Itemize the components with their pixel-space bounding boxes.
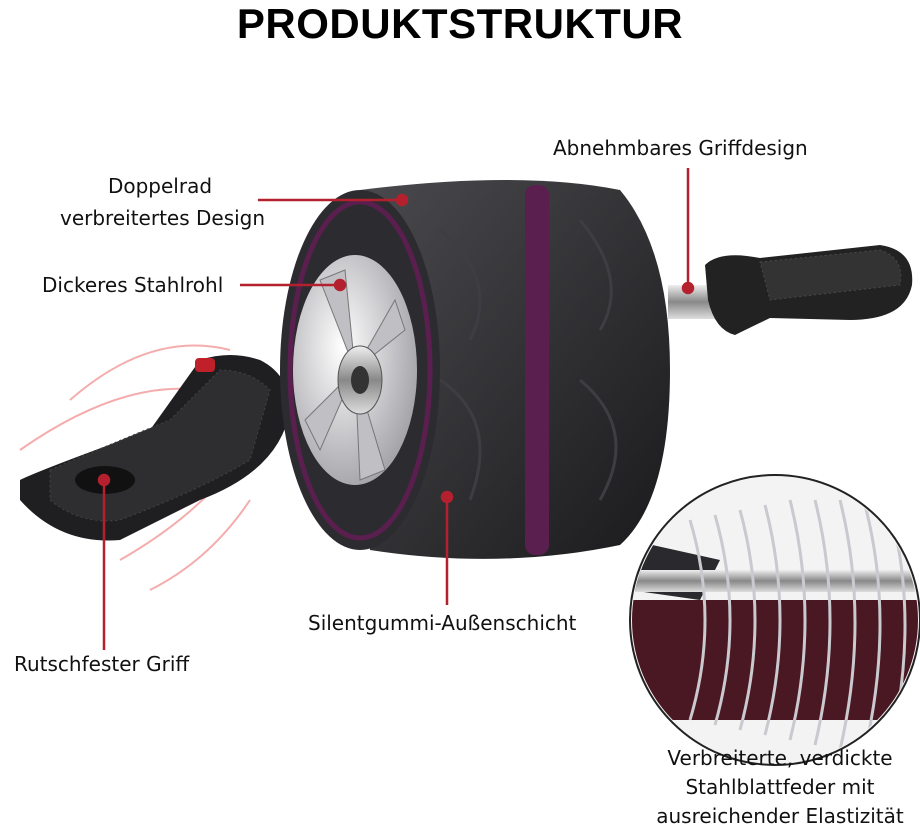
callout-lines <box>97 168 695 650</box>
callout-silent-rubber: Silentgummi-Außenschicht <box>308 611 577 635</box>
callout-steel-tube: Dickeres Stahlrohl <box>42 273 224 297</box>
callout-spring: Verbreiterte, verdickte Stahlblattfeder … <box>630 744 920 831</box>
page-title: PRODUKTSTRUKTUR <box>236 0 684 47</box>
left-handle <box>20 355 290 541</box>
callout-detachable-grip: Abnehmbares Griffdesign <box>553 136 808 160</box>
callout-nonslip-grip: Rutschfester Griff <box>14 652 190 676</box>
callout-double-wheel-line2: verbreitertes Design <box>60 206 266 230</box>
wheel <box>280 180 670 559</box>
callout-spring-line3: ausreichender Elastizität <box>656 804 904 828</box>
callout-double-wheel: Doppelrad verbreitertes Design <box>60 170 266 234</box>
callout-spring-line2: Stahlblattfeder mit <box>685 775 875 799</box>
callout-spring-line1: Verbreiterte, verdickte <box>667 746 893 770</box>
spring-detail-inset <box>629 474 920 766</box>
callout-double-wheel-line1: Doppelrad <box>107 174 213 198</box>
right-handle <box>668 245 913 335</box>
